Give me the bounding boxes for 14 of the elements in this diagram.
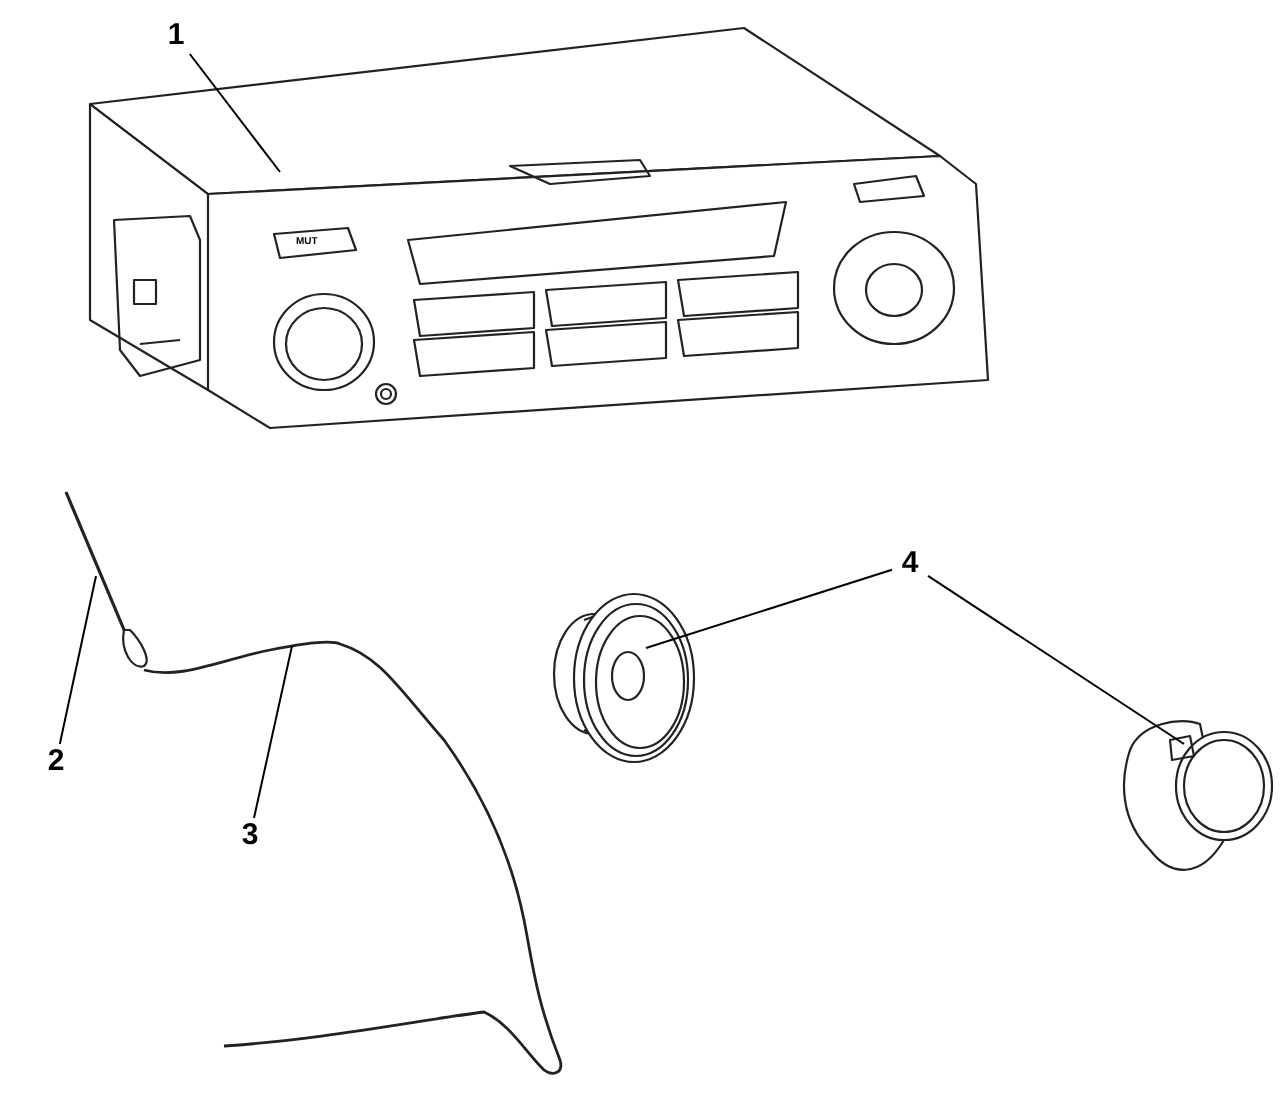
antenna-cable-drawing: [143, 640, 563, 1075]
leader-line: [58, 575, 97, 745]
callout-number: 2: [42, 746, 70, 778]
speaker-drawing: [1122, 719, 1274, 871]
leader-line: [645, 568, 893, 649]
callout-number: 1: [162, 20, 190, 52]
callout-number: 4: [896, 548, 924, 580]
antenna-drawing: [64, 491, 148, 668]
leader-line: [253, 645, 293, 819]
callout-number: 3: [236, 820, 264, 852]
leader-line: [188, 53, 281, 173]
speaker-drawing: [552, 592, 696, 764]
radio-unit-drawing: [88, 26, 990, 430]
leader-line: [927, 574, 1185, 745]
